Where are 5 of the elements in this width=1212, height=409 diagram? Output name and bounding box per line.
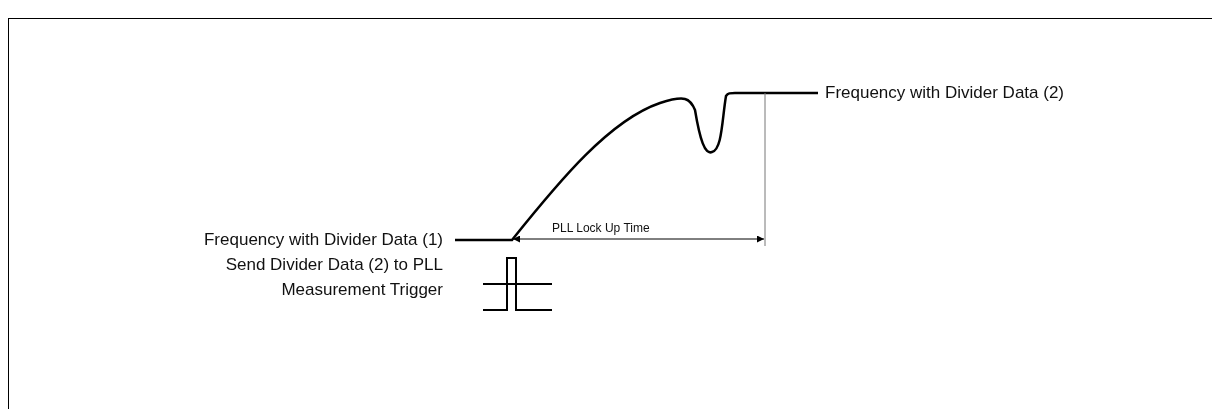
signal-label: Frequency with Divider Data (2): [825, 83, 1065, 103]
dimension-label: PLL Lock Up Time: [552, 221, 650, 235]
signal-label: Send Divider Data (2) to PLL: [225, 255, 443, 275]
signal-label: Frequency with Divider Data (1): [203, 230, 443, 250]
signal-label: Measurement Trigger: [281, 280, 443, 300]
